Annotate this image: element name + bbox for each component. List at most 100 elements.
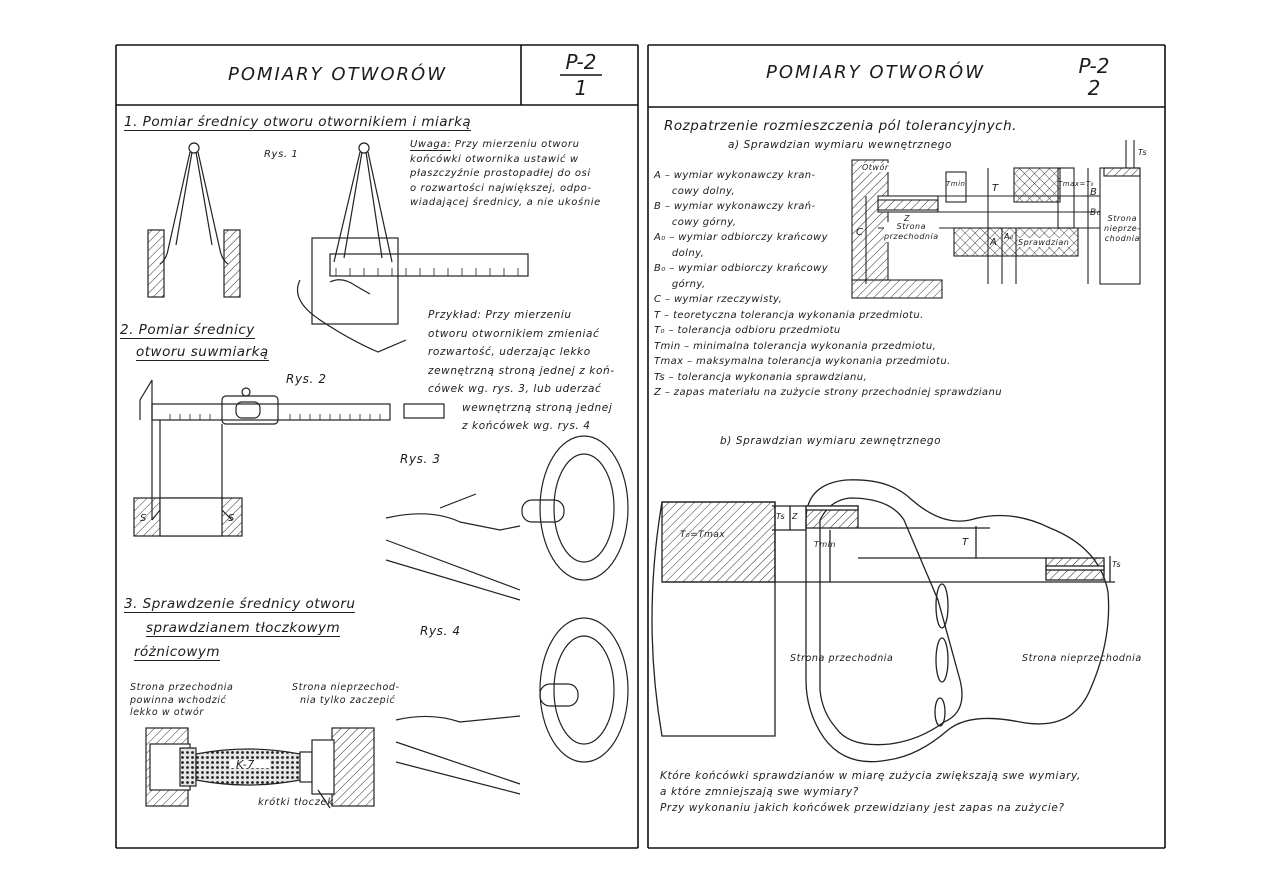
go-note-line: lekko w otwór — [130, 707, 204, 718]
go-side-note: Strona przechodnia powinna wchodzić lekk… — [130, 682, 233, 720]
diag-go-label: Strona przechodnia — [884, 222, 939, 242]
rys1-caliper-on-rule — [296, 142, 529, 353]
diag-c-label: C — [856, 227, 864, 238]
section-2-heading-line1: 2. Pomiar średnicy — [120, 322, 255, 339]
przyklad-line: Przykład: Przy mierzeniu — [428, 309, 572, 321]
uwaga-line: końcówki otwornika ustawić w — [410, 153, 579, 165]
uwaga-line: Przy mierzeniu otworu — [454, 139, 580, 150]
rys1-label: Rys. 1 — [264, 149, 299, 160]
diag-ts-label: Ts — [1138, 148, 1148, 157]
diag-t-label: T — [992, 183, 999, 194]
section-3-heading-line3: różnicowym — [134, 644, 221, 661]
snap-nogo-label: Strona nieprzechodnia — [1022, 653, 1142, 664]
dim-s-right: S — [228, 513, 235, 524]
legend-item: A – wymiar wykonawczy kran- — [654, 170, 816, 181]
left-sheet-code-top: P-2 — [565, 50, 597, 74]
diag-gauge-label: Sprawdzian — [1018, 238, 1070, 247]
question-line: Które końcówki sprawdzianów w miarę zuży… — [660, 770, 1081, 782]
rys2-vernier-caliper — [133, 379, 445, 537]
right-sheet-frame — [647, 44, 1166, 849]
rys2-label: Rys. 2 — [286, 372, 327, 386]
przyklad-line: cówek wg. rys. 3, lub uderzać — [428, 383, 602, 395]
diag-go-line: Strona — [896, 222, 926, 231]
legend-item: cowy górny, — [654, 216, 737, 228]
diag-a0-label: A₀ — [1004, 232, 1014, 241]
uwaga-note: Uwaga: Przy mierzeniu otworu końcówki ot… — [410, 138, 632, 211]
short-plug-label: krótki tłoczek — [258, 797, 334, 808]
uwaga-label: Uwaga: — [410, 139, 452, 151]
question-line: a które zmniejszają swe wymiary? — [660, 786, 859, 798]
diag-nogo-line: chodnia — [1104, 234, 1140, 243]
rys2-caliper-ticks — [169, 414, 381, 420]
diag-go-line: przechodnia — [884, 232, 939, 241]
left-sheet-frame — [115, 44, 639, 849]
rys4-chuck-sketch — [395, 617, 629, 795]
diag-nogo-label: Strona nieprze- chodnia — [1104, 214, 1141, 244]
diag-b-label: B — [1090, 187, 1098, 198]
go-note-line: Strona przechodnia — [130, 682, 234, 693]
diag-nogo-line: nieprze- — [1104, 224, 1141, 233]
rys4-label: Rys. 4 — [420, 624, 461, 638]
snap-gauge-drawing — [651, 479, 1115, 763]
tolerance-heading: Rozpatrzenie rozmieszczenia pól toleranc… — [664, 118, 1017, 134]
uwaga-line: wiadającej średnicy, a nie ukośnie — [410, 197, 601, 208]
section-2-heading-line2: otworu suwmiarką — [136, 344, 269, 361]
snap-ts-left-label: Ts — [776, 512, 786, 521]
questions-block: Które końcówki sprawdzianów w miarę zuży… — [660, 768, 1160, 816]
przyklad-line: otworu otwornikiem zmieniać — [428, 327, 600, 340]
snap-t0tmax-label: T₀=Tmax — [680, 530, 726, 540]
tolerance-field-diagram — [851, 140, 1141, 299]
diag-z-label: Z — [904, 214, 910, 223]
right-sheet-code-bottom: 2 — [1087, 76, 1101, 100]
legend-item: dolny, — [654, 247, 705, 259]
legend-item: T₀ – tolerancja odbioru przedmiotu — [654, 325, 841, 336]
legend-item: górny, — [654, 278, 706, 290]
diag-tmin-label: Tmin — [946, 180, 966, 188]
gauge-k7-label: K-7 — [236, 758, 255, 771]
przyklad-line: rozwartość, uderzając lekko — [428, 346, 591, 358]
snap-z-label: Z — [792, 512, 798, 521]
przyklad-note: Przykład: Przy mierzeniu otworu otwornik… — [428, 306, 634, 436]
diag-nogo-line: Strona — [1107, 214, 1137, 223]
diag-b0-label: B₀ — [1090, 208, 1101, 218]
snap-go-label: Strona przechodnia — [790, 653, 894, 664]
section-3-heading-line1: 3. Sprawdzenie średnicy otworu — [124, 596, 356, 613]
snap-tmin-label: Tmin — [814, 540, 836, 549]
rys3-label: Rys. 3 — [400, 452, 441, 466]
dim-s-left: S — [140, 513, 147, 524]
rys1-hole-caliper — [147, 142, 241, 298]
diag-otwor-label: Otwór — [862, 163, 889, 172]
legend-item: Tmax – maksymalna tolerancja wykonania p… — [654, 356, 951, 367]
nogo-note-line: nia tylko zaczepić — [300, 694, 396, 706]
legend-item: B₀ – wymiar odbiorczy krańcowy — [654, 263, 829, 274]
go-note-line: powinna wchodzić — [130, 694, 227, 706]
question-line: Przy wykonaniu jakich końcówek przewidzi… — [660, 802, 1065, 814]
subheading-b: b) Sprawdzian wymiaru zewnętrznego — [720, 435, 942, 447]
rys3-chuck-sketch — [385, 435, 629, 601]
rys1-rule-ticks — [335, 268, 519, 276]
snap-t-label: T — [962, 537, 969, 548]
left-sheet-code-bottom: 1 — [574, 76, 588, 100]
subheading-a: a) Sprawdzian wymiaru wewnętrznego — [728, 139, 953, 151]
plug-gauge-drawing — [145, 727, 375, 809]
legend-item: A₀ – wymiar odbiorczy krańcowy — [654, 232, 828, 243]
legend-item: cowy dolny, — [654, 185, 736, 197]
nogo-note-line: Strona nieprzechod- — [292, 682, 400, 693]
legend-item: Tmin – minimalna tolerancja wykonania pr… — [654, 340, 937, 352]
przyklad-line: wewnętrzną stroną jednej — [462, 401, 613, 414]
uwaga-line: płaszczyźnie prostopadłej do osi — [410, 168, 591, 179]
legend-item: Ts – tolerancja wykonania sprawdzianu, — [654, 371, 868, 383]
diag-a-label: A — [990, 237, 998, 248]
right-sheet-title: POMIARY OTWORÓW — [766, 62, 985, 83]
legend-item: T – teoretyczna tolerancja wykonania prz… — [654, 309, 924, 321]
nogo-side-note: Strona nieprzechod- nia tylko zaczepić — [292, 682, 400, 707]
przyklad-line: zewnętrzną stroną jednej z koń- — [428, 364, 615, 377]
przyklad-line: z końcówek wg. rys. 4 — [462, 420, 591, 432]
uwaga-line: o rozwartości największej, odpo- — [410, 182, 592, 194]
legend-item: Z – zapas materiału na zużycie strony pr… — [654, 387, 1002, 398]
diag-tmaxt0-label: Tmax=T₀ — [1058, 180, 1094, 188]
legend-list: A – wymiar wykonawczy kran- cowy dolny, … — [654, 168, 1114, 401]
section-3-heading-line2: sprawdzianem tłoczkowym — [146, 620, 341, 637]
section-1-heading: 1. Pomiar średnicy otworu otwornikiem i … — [124, 114, 472, 131]
